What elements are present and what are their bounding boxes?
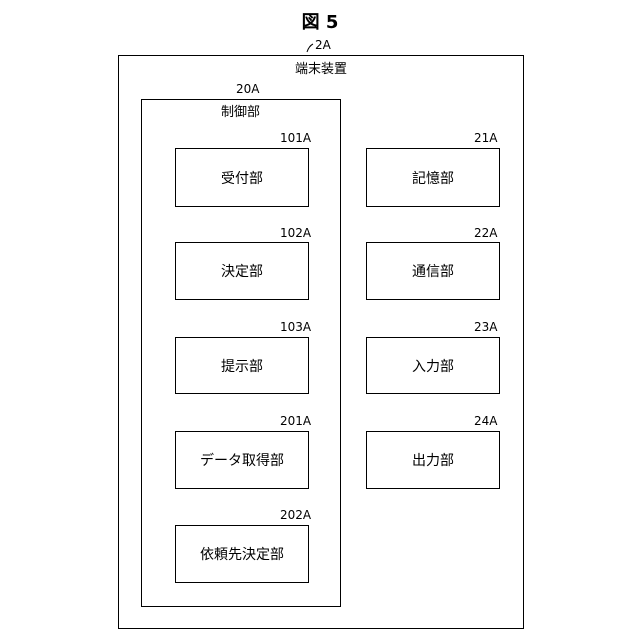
output-unit: 出力部: [366, 431, 500, 489]
output-ref: 24A: [474, 414, 497, 428]
reception-unit: 受付部: [175, 148, 309, 207]
terminal-ref: 2A: [315, 38, 331, 52]
data-acquisition-unit: データ取得部: [175, 431, 309, 489]
communication-ref: 22A: [474, 226, 497, 240]
input-ref: 23A: [474, 320, 497, 334]
data-acquisition-ref: 201A: [280, 414, 311, 428]
decision-ref: 102A: [280, 226, 311, 240]
communication-unit: 通信部: [366, 242, 500, 300]
control-ref: 20A: [236, 82, 259, 96]
input-unit: 入力部: [366, 337, 500, 394]
request-destination-ref: 202A: [280, 508, 311, 522]
decision-unit: 決定部: [175, 242, 309, 300]
control-label: 制御部: [221, 101, 260, 120]
request-destination-unit: 依頼先決定部: [175, 525, 309, 583]
storage-unit: 記憶部: [366, 148, 500, 207]
terminal-label: 端末装置: [295, 58, 347, 77]
presentation-unit: 提示部: [175, 337, 309, 394]
storage-ref: 21A: [474, 131, 497, 145]
reception-ref: 101A: [280, 131, 311, 145]
presentation-ref: 103A: [280, 320, 311, 334]
